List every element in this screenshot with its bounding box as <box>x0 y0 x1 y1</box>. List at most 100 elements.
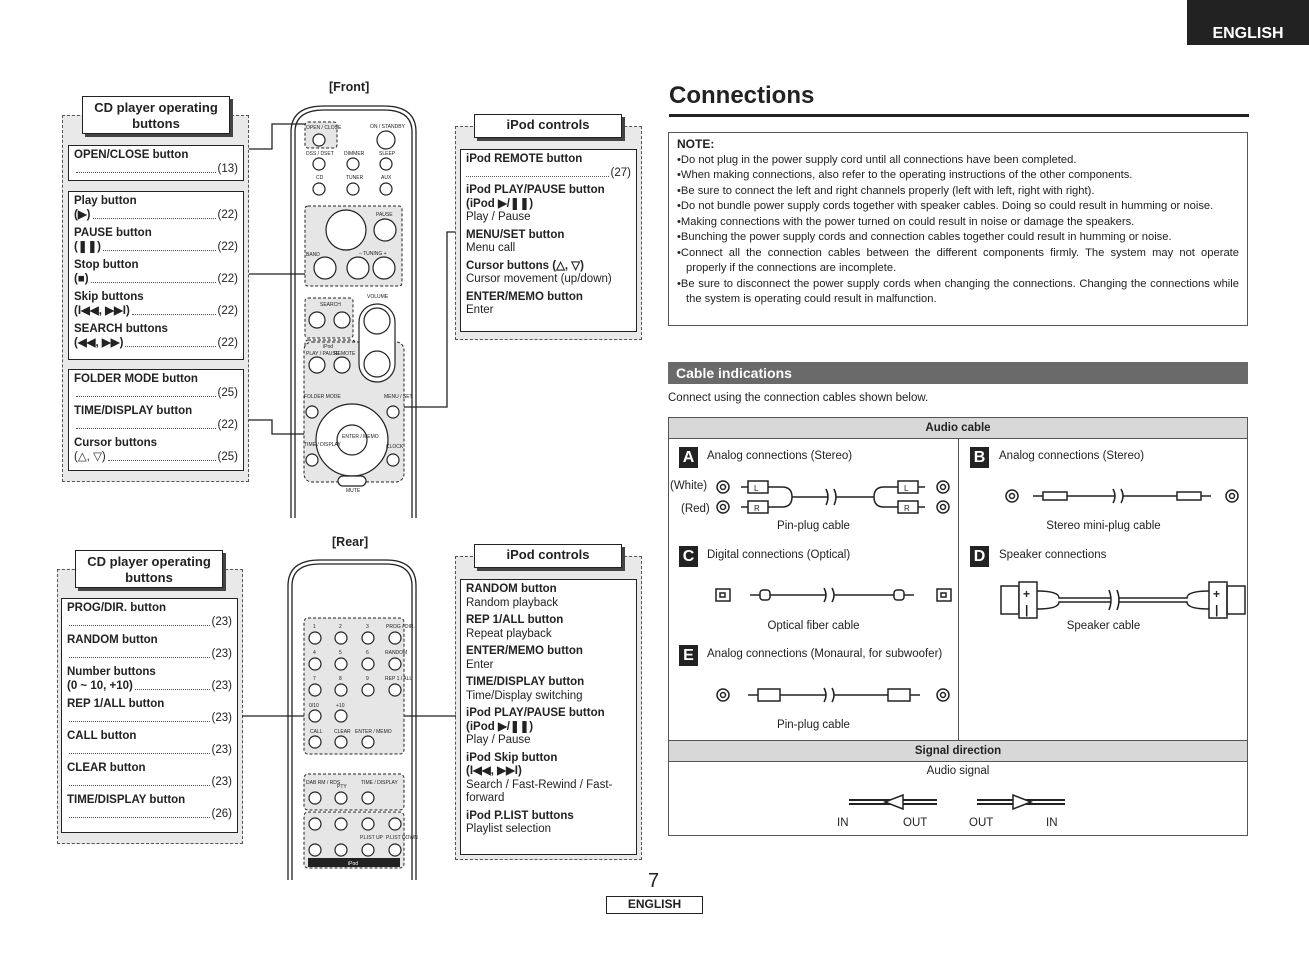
page-ref: (23) <box>211 679 232 692</box>
list-item: REP 1/ALL button(23) <box>67 698 232 725</box>
list-item: PAUSE button(❚❚)(22) <box>74 227 238 254</box>
remote-label: 8 <box>339 676 342 682</box>
item-name: REP 1/ALL button <box>466 614 564 626</box>
item-name: iPod Skip button <box>466 751 558 764</box>
remote-label: SEARCH <box>320 302 341 308</box>
remote-label: iPod <box>323 344 333 350</box>
item-desc: Menu call <box>466 242 516 254</box>
remote-label: 6 <box>366 650 369 656</box>
table-divider <box>958 438 959 740</box>
remote-label: VOLUME <box>367 294 389 300</box>
item-name: ENTER/MEMO button <box>466 645 583 657</box>
rear-label: [Rear] <box>332 535 369 549</box>
list-item: TIME/DISPLAY button (22) <box>74 405 238 432</box>
remote-label: iPod <box>348 861 358 867</box>
front-ipod-heading: iPod controls <box>474 114 622 138</box>
remote-label: 4 <box>313 650 316 656</box>
remote-label: +10 <box>336 703 345 709</box>
remote-label: PLAY / PAUSE <box>306 351 340 357</box>
cable-a-caption: Pin-plug cable <box>777 520 850 532</box>
note-heading: NOTE: <box>677 137 715 151</box>
item-name: RANDOM button <box>67 634 158 646</box>
item-name: CALL button <box>67 730 137 742</box>
heading-line: buttons <box>132 116 180 131</box>
note-item: Bunching the power supply cords and conn… <box>677 230 1239 246</box>
language-tab: ENGLISH <box>1187 0 1309 45</box>
audio-cable-header: Audio cable <box>669 418 1247 439</box>
cable-d-caption: Speaker cable <box>1066 620 1141 632</box>
item-symbol: (▶) <box>74 208 91 221</box>
letter-d-badge: D <box>970 546 989 567</box>
remote-label: TIME / DISPLAY <box>304 442 342 448</box>
item-name: iPod REMOTE button <box>466 153 583 165</box>
list-item: iPod REMOTE button(27) <box>466 153 631 180</box>
list-item: Number buttons(0 ~ 10, +10)(23) <box>67 666 232 693</box>
signal-out-label: OUT <box>969 817 994 829</box>
front-cd-heading: CD player operating buttons <box>82 96 230 134</box>
section-subtitle: Connect using the connection cables show… <box>668 392 929 404</box>
remote-label: CLOCK <box>386 444 404 450</box>
svg-text:+: + <box>1023 587 1030 601</box>
cable-b-caption: Stereo mini-plug cable <box>1046 520 1161 532</box>
remote-label: 5 <box>339 650 342 656</box>
item-name: Stop button <box>74 259 139 271</box>
item-name: Play button <box>74 195 137 207</box>
page-ref: (23) <box>211 743 232 756</box>
list-item: CALL button (23) <box>67 730 232 757</box>
heading-line: CD player operating <box>94 100 218 115</box>
list-item: iPod Skip button(I◀◀, ▶▶I)Search / Fast-… <box>466 752 631 806</box>
list-item: SEARCH buttons(◀◀, ▶▶)(22) <box>74 323 238 350</box>
remote-label: 3 <box>366 624 369 630</box>
page-ref: (22) <box>217 418 238 431</box>
item-symbol: (❚❚) <box>74 240 101 253</box>
heading-line: buttons <box>125 570 173 585</box>
note-item: Do not bundle power supply cords togethe… <box>677 199 1239 215</box>
list-item: Cursor buttons(△, ▽)(25) <box>74 437 238 464</box>
rear-remote-illustration: 1 2 3 PROG / DIR. 4 5 6 RANDOM 7 8 9 REP… <box>242 559 456 880</box>
list-item: CLEAR button(23) <box>67 762 232 789</box>
page-ref: (25) <box>217 450 238 463</box>
signal-out-label: OUT <box>903 817 928 829</box>
page-ref: (22) <box>217 304 238 317</box>
item-desc: Search / Fast-Rewind / Fast-forward <box>466 778 613 805</box>
note-item: Making connections with the power turned… <box>677 215 1239 231</box>
front-label: [Front] <box>329 80 370 94</box>
folder-group: FOLDER MODE button(25) TIME/DISPLAY butt… <box>68 369 244 471</box>
item-desc: Time/Display switching <box>466 689 583 702</box>
list-item: Stop button(■) (22) <box>74 259 238 286</box>
page-ref: (13) <box>217 162 238 175</box>
remote-label: MENU / SET <box>384 394 413 400</box>
remote-label: DSS / DSET <box>306 151 334 157</box>
page-ref: (23) <box>211 647 232 660</box>
page-ref: (22) <box>217 272 238 285</box>
page-ref: (22) <box>217 336 238 349</box>
item-name: OPEN/CLOSE button <box>74 149 189 161</box>
item-desc: Repeat playback <box>466 627 552 640</box>
remote-label: P.LIST DOWN <box>386 835 418 841</box>
optical-cable-icon <box>715 587 952 603</box>
remote-label: FOLDER MODE <box>304 394 341 400</box>
list-item: OPEN/CLOSE button (13) <box>74 149 238 176</box>
letter-c-badge: C <box>679 546 698 567</box>
item-desc: Random playback <box>466 596 559 609</box>
letter-a-badge: A <box>679 447 698 468</box>
item-name: iPod PLAY/PAUSE button <box>466 707 605 719</box>
svg-text:|: | <box>1215 603 1218 617</box>
remote-label: AUX <box>381 175 392 181</box>
cable-e-caption: Pin-plug cable <box>777 719 850 731</box>
remote-label: BAND <box>306 252 320 258</box>
rear-cd-list: PROG/DIR. button(23) RANDOM button(23) N… <box>61 598 238 833</box>
item-symbol: (■) <box>74 272 89 285</box>
item-symbol: (I◀◀, ▶▶I) <box>74 304 130 317</box>
svg-text:L: L <box>754 484 759 493</box>
item-symbol: (◀◀, ▶▶) <box>74 336 124 349</box>
rear-ipod-heading: iPod controls <box>474 544 622 568</box>
section-heading: Cable indications <box>668 362 1248 384</box>
item-name: REP 1/ALL button <box>67 698 165 710</box>
cell-a-label: Analog connections (Stereo) <box>707 450 853 462</box>
item-name: Cursor buttons <box>74 437 158 449</box>
list-item: TIME/DISPLAY button(26) <box>67 794 232 821</box>
item-name: TIME/DISPLAY button <box>74 405 193 417</box>
cell-b-label: Analog connections (Stereo) <box>999 450 1145 462</box>
